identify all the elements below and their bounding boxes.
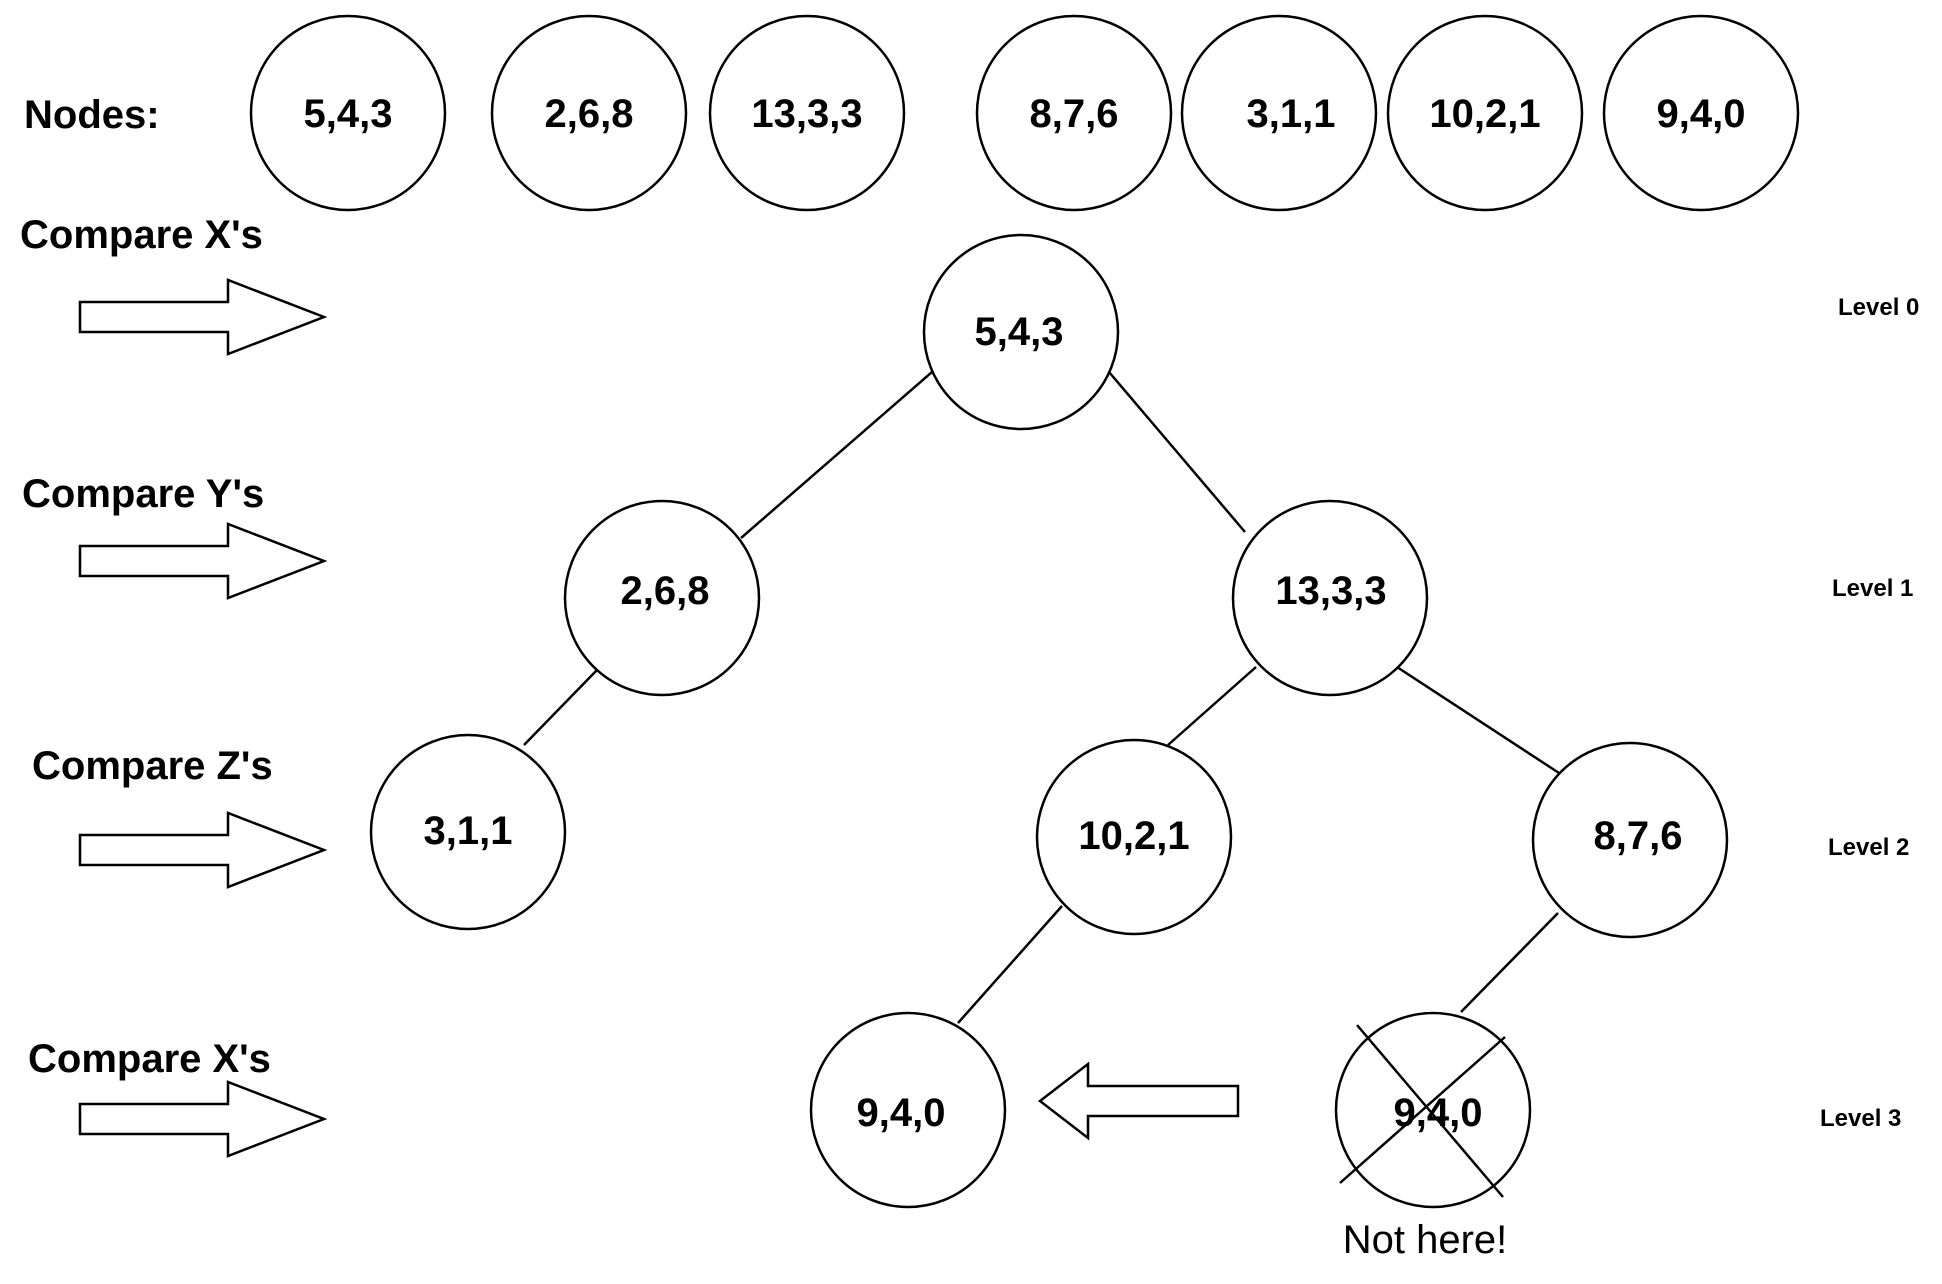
compare-row-3: Compare X's: [28, 1037, 328, 1158]
compare-label: Compare X's: [20, 213, 263, 257]
compare-row-1: Compare Y's: [22, 472, 328, 600]
tree-node-level1-right: 13,3,3: [1231, 499, 1429, 697]
node-list-item: 9,4,0: [1602, 14, 1800, 212]
node-label: 13,3,3: [1275, 569, 1386, 613]
node-list-item: 5,4,3: [249, 14, 447, 212]
tree-edge: [1460, 912, 1559, 1013]
node-label: 5,4,3: [975, 310, 1064, 354]
node-label: 9,4,0: [1394, 1091, 1483, 1135]
node-list-item: 3,1,1: [1180, 14, 1378, 212]
right-arrow-icon: [78, 811, 328, 889]
left-arrow-icon: [1037, 1061, 1240, 1141]
tree-node-level2-b: 10,2,1: [1035, 738, 1233, 936]
tree-edge: [1108, 371, 1246, 533]
right-arrow-icon: [78, 278, 328, 356]
node-label: 8,7,6: [1594, 814, 1683, 858]
node-circle: [1602, 14, 1800, 212]
node-circle: [708, 14, 906, 212]
node-circle: [490, 14, 688, 212]
node-label: 3,1,1: [1247, 92, 1336, 136]
level-label: Level 2: [1828, 834, 1909, 861]
node-label: 9,4,0: [1657, 92, 1746, 136]
tree-edge: [523, 669, 598, 746]
node-list-item: 10,2,1: [1386, 14, 1584, 212]
compare-label: Compare Y's: [22, 472, 264, 516]
node-list-item: 13,3,3: [708, 14, 906, 212]
node-circle: [975, 14, 1173, 212]
node-list: 5,4,3 2,6,8 13,3,3 8,7,6 3,1,1 10,2,1 9,…: [249, 14, 1800, 212]
level-label: Level 0: [1838, 294, 1919, 321]
tree-node-root: 5,4,3: [922, 233, 1120, 431]
tree-edge: [740, 371, 933, 539]
node-circle: [1035, 738, 1233, 936]
node-label: 10,2,1: [1078, 814, 1189, 858]
cross-icon: [1339, 1036, 1506, 1184]
compare-label: Compare Z's: [32, 744, 273, 788]
compare-row-0: Compare X's: [20, 213, 328, 356]
node-circle: [249, 14, 447, 212]
node-circle: [922, 233, 1120, 431]
compare-label: Compare X's: [28, 1037, 271, 1081]
right-arrow-icon: [78, 522, 328, 600]
node-label: 3,1,1: [424, 809, 513, 853]
node-circle: [1231, 499, 1429, 697]
cross-icon: [1356, 1024, 1504, 1198]
node-circle: [563, 499, 761, 697]
rejected-note: Not here!: [1343, 1218, 1508, 1262]
nodes-heading: Nodes:: [24, 93, 160, 137]
tree-edge: [1167, 666, 1257, 746]
node-label: 2,6,8: [545, 92, 634, 136]
tree-node-level3-rejected: 9,4,0: [1334, 1011, 1532, 1209]
tree-node-level2-c: 8,7,6: [1531, 741, 1729, 939]
node-circle: [809, 1011, 1007, 1209]
node-label: 5,4,3: [304, 92, 393, 136]
tree-node-level2-a: 3,1,1: [369, 733, 567, 931]
tree-edge: [1396, 665, 1560, 775]
tree-edge: [957, 905, 1063, 1024]
node-label: 9,4,0: [857, 1091, 946, 1135]
node-circle: [1531, 741, 1729, 939]
level-label: Level 1: [1832, 575, 1913, 602]
node-label: 8,7,6: [1030, 92, 1119, 136]
node-list-item: 2,6,8: [490, 14, 688, 212]
tree-node-level3-placed: 9,4,0: [809, 1011, 1007, 1209]
level-label: Level 3: [1820, 1105, 1901, 1132]
node-circle: [369, 733, 567, 931]
right-arrow-icon: [78, 1080, 328, 1158]
tree-node-level1-left: 2,6,8: [563, 499, 761, 697]
node-circle: [1386, 14, 1584, 212]
compare-row-2: Compare Z's: [32, 744, 328, 889]
node-circle: [1334, 1011, 1532, 1209]
node-list-item: 8,7,6: [975, 14, 1173, 212]
node-label: 13,3,3: [751, 92, 862, 136]
node-label: 2,6,8: [621, 569, 710, 613]
node-circle: [1180, 14, 1378, 212]
node-label: 10,2,1: [1429, 92, 1540, 136]
tree-edges: [523, 371, 1560, 1024]
